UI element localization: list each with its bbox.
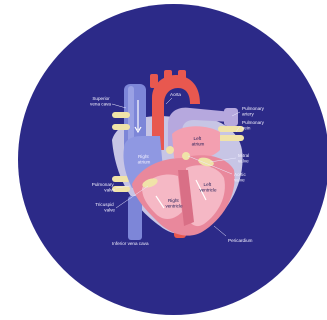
label-right-atrium: Right atrium — [138, 154, 151, 165]
aorta-branch-1 — [150, 74, 158, 88]
pulmonary-artery-branch — [224, 108, 238, 126]
label-pulmonary-valve: Pulmonary valve — [92, 182, 116, 193]
aorta-branch-3 — [178, 70, 186, 82]
pulmonary-valve-shape — [166, 146, 174, 154]
pulmonary-vein-left-1 — [218, 126, 244, 132]
aortic-valve-shape — [182, 152, 190, 160]
label-pulmonary-vein: Pulmonary vein — [242, 120, 265, 131]
inferior-vena-cava — [128, 196, 142, 240]
label-inferior-vena-cava: Inferior vena cava — [112, 241, 149, 246]
label-superior-vena-cava: Superior vena cava — [90, 96, 111, 107]
label-tricuspid-valve: Tricuspid valve — [95, 202, 115, 213]
label-aortic-valve: Aortic valve — [234, 172, 247, 183]
label-mitral-valve: Mitral valve — [238, 153, 251, 164]
aorta-branch-2 — [164, 70, 172, 82]
pulmonary-vein-right-2 — [112, 124, 130, 130]
label-pulmonary-artery: Pulmonary artery — [242, 106, 265, 117]
label-pericardium: Pericardium — [228, 238, 253, 243]
pulmonary-vein-right-1 — [112, 112, 130, 118]
pulmonary-vein-left-2 — [218, 135, 244, 141]
label-aorta: Aorta — [170, 92, 181, 97]
